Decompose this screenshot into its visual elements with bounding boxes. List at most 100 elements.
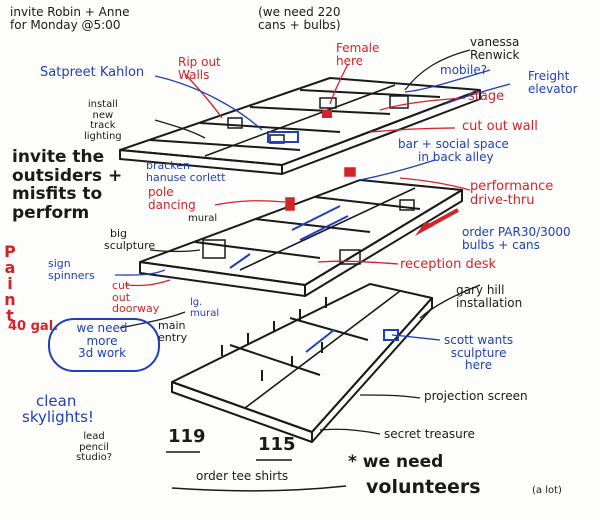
female-line-2: here — [336, 53, 364, 68]
rip-out-line-2: Walls — [178, 67, 210, 82]
top-floor-blue-mark — [267, 131, 299, 143]
outsiders-line-4: perform — [12, 203, 90, 224]
main-entry-note: main entry — [158, 320, 187, 343]
vanessa-note: vanessa Renwick — [470, 36, 519, 61]
projection-note: projection screen — [424, 389, 528, 403]
order-par-line-1: order PAR30/3000 — [462, 225, 571, 239]
scott-line-3: here — [465, 358, 493, 373]
scott-note: scott wants sculpture here — [444, 334, 513, 372]
volunteers-line-2: volunteers — [366, 476, 481, 498]
bar-line-2: in back alley — [418, 149, 494, 164]
cut-doorway-line-2: out — [112, 290, 131, 304]
bracken-line-2: hanuse corlett — [146, 170, 226, 184]
bar-note: bar + social space in back alley — [398, 138, 509, 163]
track-line-2: new — [92, 109, 114, 121]
more-3d-line-3: 3d work — [77, 346, 127, 361]
sign-spinners-note: sign spinners — [48, 258, 95, 281]
sign-spinners-line-1: sign — [48, 257, 71, 270]
annotation-leaders-blue — [114, 69, 511, 341]
pencil-line-3: studio? — [76, 452, 113, 463]
bottom-floor-outline — [171, 283, 433, 443]
secret-note: secret treasure — [384, 427, 475, 441]
cans-note: (we need 220 cans + bulbs) — [258, 6, 341, 31]
cut-doorway-line-3: doorway — [112, 302, 160, 316]
stage-note: stage — [468, 89, 505, 104]
outsiders-line-2: outsiders + — [12, 165, 123, 186]
middle-floor-blue-lines — [229, 205, 349, 269]
performance-line-1: performance — [470, 179, 554, 194]
female-note: Female here — [336, 42, 379, 67]
gary-hill-line-1: gary hill — [456, 283, 505, 297]
freight-line-1: Freight — [528, 69, 570, 83]
rip-out-note: Rip out Walls — [178, 56, 221, 81]
sign-spinners-line-2: spinners — [48, 268, 95, 282]
mural-top-note: mural — [188, 213, 218, 224]
gary-hill-line-2: installation — [456, 295, 523, 310]
annotation-leaders-red — [124, 63, 471, 287]
track-lighting-note: install new track lighting — [84, 99, 122, 142]
lg-mural-note: lg. mural — [190, 297, 220, 319]
vanessa-line-1: vanessa — [470, 35, 520, 49]
female-line-1: Female — [336, 41, 380, 55]
track-line-4: lighting — [84, 130, 122, 142]
main-entry-line-1: main — [158, 319, 186, 332]
vanessa-line-2: Renwick — [470, 47, 520, 62]
gary-hill-note: gary hill installation — [456, 284, 522, 309]
more-3d-line-2: more — [86, 333, 118, 348]
bar-line-1: bar + social space — [398, 137, 509, 151]
lg-mural-line-1: lg. — [190, 297, 203, 308]
red-arrow-shaft — [424, 208, 459, 230]
cut-out-wall-note: cut out wall — [462, 119, 538, 134]
more-3d-line-1: we need — [76, 321, 128, 335]
track-line-1: install — [87, 99, 118, 110]
volunteers-paren: (a lot) — [532, 485, 562, 496]
big-sculpture-line-2: sculpture — [104, 238, 156, 252]
volunteers-line-1: * we need — [348, 452, 444, 472]
order-par-note: order PAR30/3000 bulbs + cans — [462, 226, 571, 251]
middle-floor-boxes — [202, 167, 415, 265]
invite-line-2: for Monday @5:00 — [10, 17, 121, 32]
annotation-leaders-black — [119, 49, 481, 435]
pencil-line-2: pencil — [79, 441, 109, 453]
order-par-line-2: bulbs + cans — [462, 237, 540, 252]
reception-note: reception desk — [400, 257, 497, 272]
invite-note: invite Robin + Anne for Monday @5:00 — [10, 6, 129, 31]
outsiders-line-3: misfits to — [12, 184, 103, 205]
pencil-line-1: lead — [83, 431, 105, 442]
invite-line-1: invite Robin + Anne — [10, 5, 130, 19]
pole-note: pole dancing — [148, 186, 196, 211]
pencil-note: lead pencil studio? — [76, 431, 113, 464]
rip-out-line-1: Rip out — [178, 55, 221, 69]
skylights-line-1: clean — [36, 392, 77, 410]
number-115: 115 — [258, 434, 296, 455]
freight-note: Freight elevator — [528, 70, 578, 95]
satpreet-note: Satpreet Kahlon — [40, 65, 145, 80]
big-sculpture-note: big sculpture — [104, 228, 155, 251]
bracken-note: bracken hanuse corlett — [146, 160, 225, 183]
stage-platform-red — [322, 110, 332, 118]
lg-mural-line-2: mural — [190, 307, 220, 319]
middle-floor-outline — [139, 179, 463, 297]
outsiders-line-1: invite the — [12, 147, 105, 167]
performance-note: performance drive-thru — [470, 180, 553, 207]
underlines — [166, 451, 347, 492]
big-sculpture-line-1: big — [110, 227, 128, 240]
skylights-note: clean skylights! — [22, 392, 94, 426]
number-119: 119 — [168, 426, 206, 447]
scott-line-1: scott wants — [444, 333, 514, 347]
main-entry-line-2: entry — [158, 330, 188, 344]
outsiders-note: invite the outsiders + misfits to perfor… — [12, 148, 122, 223]
top-floor-outline — [119, 77, 481, 175]
bottom-floor-posts — [221, 297, 327, 381]
tee-note: order tee shirts — [196, 469, 289, 483]
cans-line-2: cans + bulbs) — [258, 17, 341, 32]
pole-line-1: pole — [148, 185, 174, 199]
paint-amount: 40 gal. — [8, 319, 59, 334]
more-3d-note: we need more 3d work — [64, 322, 140, 360]
track-line-3: track — [90, 120, 116, 131]
cans-line-1: (we need 220 — [258, 5, 341, 19]
skylights-line-2: skylights! — [22, 407, 94, 426]
